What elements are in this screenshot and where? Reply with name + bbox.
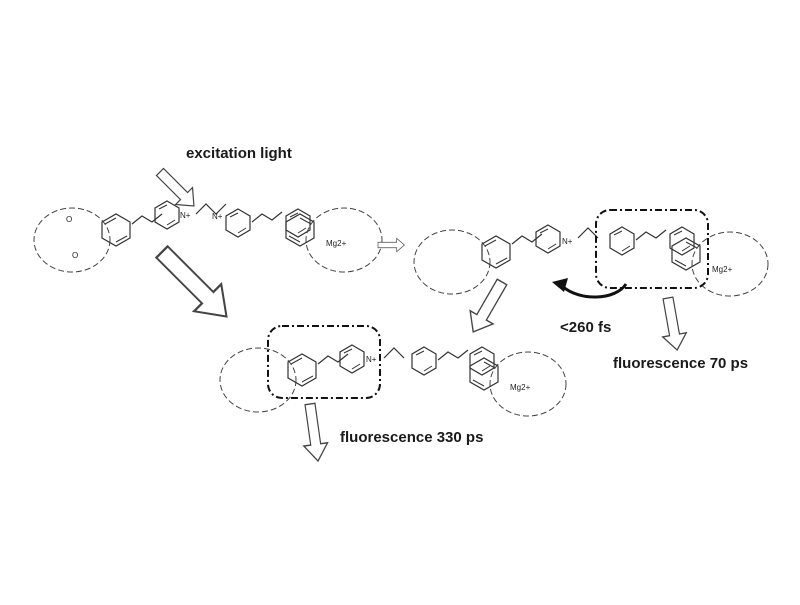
oxygen-label: O bbox=[72, 251, 78, 260]
fluorescence-arrow-bottom bbox=[297, 401, 331, 464]
magnesium-ion-label: Mg2+ bbox=[712, 265, 733, 274]
nitrogen-label: N+ bbox=[180, 211, 191, 220]
magnesium-ion-label: Mg2+ bbox=[510, 383, 531, 392]
pathway-arrow-down-left bbox=[147, 237, 242, 332]
pathway-arrow-down bbox=[461, 274, 515, 340]
excited-fragment-box bbox=[595, 209, 709, 289]
excited-fragment-box bbox=[267, 325, 381, 399]
magnesium-ion-label: Mg2+ bbox=[326, 239, 347, 248]
oxygen-label: O bbox=[66, 215, 72, 224]
fluorescence-right-label: fluorescence 70 ps bbox=[613, 355, 749, 372]
transfer-time-label: <260 fs bbox=[560, 319, 612, 336]
top-molecule: O O N+ N+ Mg2+ bbox=[33, 200, 383, 273]
fluorescence-arrow-right bbox=[655, 295, 690, 353]
fluorescence-bottom-label: fluorescence 330 ps bbox=[340, 429, 484, 446]
nitrogen-label: N+ bbox=[562, 237, 573, 246]
bottom-molecule: N+ Mg2+ bbox=[219, 325, 567, 417]
right-molecule: N+ Mg2+ bbox=[413, 209, 769, 299]
nitrogen-label: N+ bbox=[366, 355, 377, 364]
energy-transfer-arrow bbox=[561, 283, 628, 299]
nitrogen-label: N+ bbox=[212, 212, 223, 221]
excitation-light-label: excitation light bbox=[186, 145, 292, 162]
